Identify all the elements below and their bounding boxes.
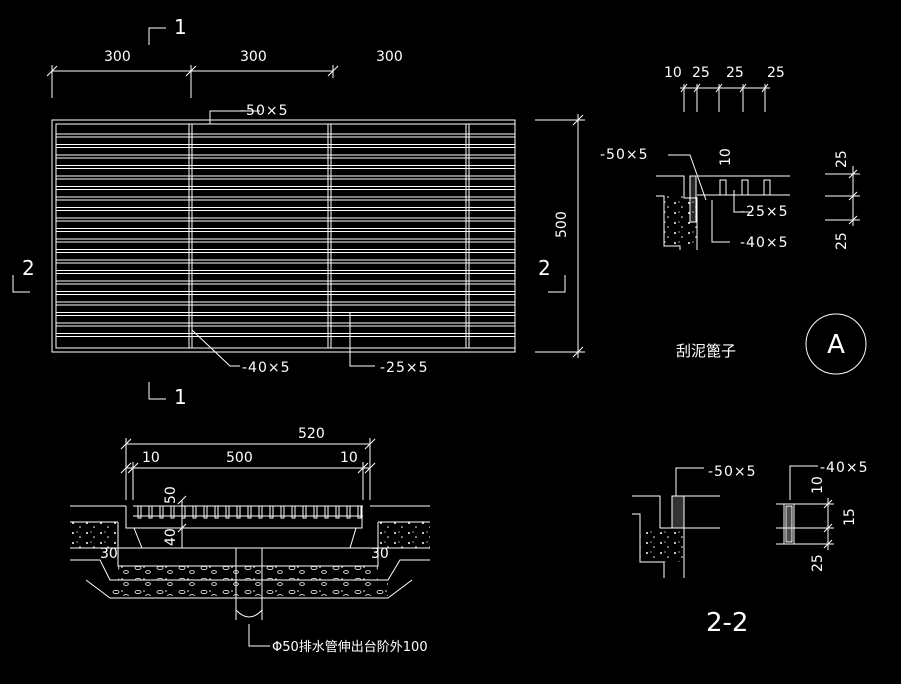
- section-1-1-gravel: [118, 566, 378, 580]
- grate-bar: [148, 505, 153, 519]
- section-1-1-dim-40: 40: [163, 528, 179, 546]
- plan-view: [12, 27, 585, 400]
- plan-dim-2: 300: [240, 49, 267, 65]
- detail-a-dim-10-v: 10: [718, 148, 734, 166]
- section-2-2-dim-10: 10: [810, 476, 826, 494]
- grate-bar: [258, 505, 263, 519]
- detail-a-dim-10: 10: [664, 65, 682, 81]
- section-mark-1-bottom: 1: [174, 385, 187, 409]
- grate-bar: [225, 505, 230, 519]
- grate-bar: [269, 505, 274, 519]
- detail-a-title: 刮泥篦子: [676, 342, 736, 360]
- grate-bar: [170, 505, 175, 519]
- section-1-1-gravel-base: [110, 582, 388, 596]
- grate-bar: [247, 505, 252, 519]
- section-2-2-dim-25: 25: [810, 554, 826, 572]
- detail-a: [656, 83, 867, 375]
- detail-a-label-40x5: -40×5: [740, 235, 789, 251]
- section-1-1-concrete-right: [378, 522, 430, 548]
- grate-bar: [357, 505, 362, 519]
- section-1-1-dim-10-right: 10: [340, 450, 358, 466]
- section-1-1-dim-30-right: 30: [371, 546, 389, 562]
- plan-label-25x5: -25×5: [380, 360, 429, 376]
- plan-label-40x5: -40×5: [242, 360, 291, 376]
- section-2-2-concrete: [640, 528, 684, 562]
- section-2-2-dim-15: 15: [842, 508, 858, 526]
- detail-a-label-50x5: -50×5: [600, 147, 649, 163]
- plan-label-50x5: -50×5: [240, 103, 289, 119]
- detail-a-dim-25c: 25: [767, 65, 785, 81]
- section-2-2-title: 2-2: [706, 608, 748, 638]
- detail-a-dim-25a: 25: [692, 65, 710, 81]
- section-mark-2-left: 2: [22, 256, 35, 280]
- grate-bar: [280, 505, 285, 519]
- section-1-1-concrete-left: [70, 522, 118, 548]
- detail-a-dim-25b: 25: [726, 65, 744, 81]
- section-1-1-dim-10-left: 10: [142, 450, 160, 466]
- section-1-1-dim-500: 500: [226, 450, 253, 466]
- detail-a-label-25x5: -25×5: [740, 204, 789, 220]
- plan-dim-500: 500: [554, 211, 570, 238]
- section-1-1-dim-30-left: 30: [100, 546, 118, 562]
- section-1-1: [70, 438, 430, 647]
- grate-bar: [203, 505, 208, 519]
- grate-bar: [236, 505, 241, 519]
- detail-a-dim-25-right-1: 25: [834, 150, 850, 168]
- grate-bar: [313, 505, 318, 519]
- grate-bar: [192, 505, 197, 519]
- detail-a-circle-label: A: [827, 330, 845, 360]
- section-1-1-dim-520: 520: [298, 426, 325, 442]
- grate-bar: [324, 505, 329, 519]
- detail-a-dim-25-right-2: 25: [834, 232, 850, 250]
- grate-bar: [137, 505, 142, 519]
- grate-bar: [302, 505, 307, 519]
- section-1-1-drain-note: Φ50排水管伸出台阶外100: [272, 640, 428, 655]
- grate-bar: [159, 505, 164, 519]
- section-1-1-dim-50: 50: [163, 486, 179, 504]
- grate-bar: [346, 505, 351, 519]
- plan-dim-3: 300: [376, 49, 403, 65]
- grate-bar: [214, 505, 219, 519]
- grate-bar: [291, 505, 296, 519]
- section-mark-1-top: 1: [174, 15, 187, 39]
- plan-dim-1: 300: [104, 49, 131, 65]
- section-mark-2-right: 2: [538, 256, 551, 280]
- section-2-2-label-40x5: -40×5: [820, 460, 869, 476]
- grate-bar: [335, 505, 340, 519]
- section-2-2-label-50x5: -50×5: [708, 464, 757, 480]
